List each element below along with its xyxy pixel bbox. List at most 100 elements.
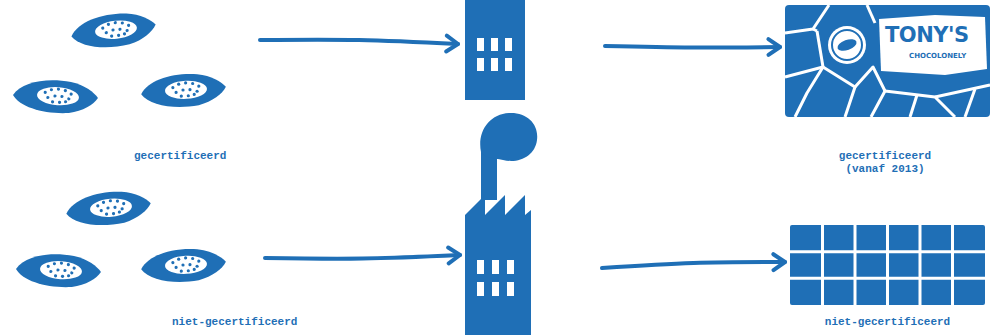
arrow-head (446, 36, 458, 52)
bean-dot (105, 212, 108, 215)
bean-dot (188, 263, 191, 266)
cocoa-pod (70, 10, 158, 51)
bean-dot (193, 268, 196, 271)
bean-dot (60, 262, 63, 265)
pod-inside (89, 197, 132, 219)
factory-node (463, 0, 527, 100)
bar-crack (813, 29, 817, 31)
bean-dot (191, 82, 194, 85)
window (492, 282, 499, 296)
node-illustration (463, 110, 545, 335)
bean-dot (120, 207, 123, 210)
building-body (465, 0, 525, 100)
pod-shell (140, 72, 227, 109)
bean-dot (191, 257, 194, 260)
arrow-head (768, 39, 780, 55)
bean-dot (121, 21, 125, 25)
cocoa-pod (15, 251, 102, 289)
chocolate-bar-node: TONY'SCHOCOLONELYgecertificeerd (vanaf 2… (785, 5, 990, 117)
brand-subname: CHOCOLONELY (909, 52, 966, 61)
window (491, 58, 498, 71)
bean-dot (195, 265, 198, 268)
bean-dot (104, 31, 108, 35)
cocoa-group: gecertificeerd (5, 5, 235, 125)
chocolate-bar (785, 5, 990, 117)
bean-dot (111, 28, 115, 32)
bean-dot (181, 263, 184, 266)
bar-crack (867, 5, 875, 23)
bean-dot (174, 266, 177, 269)
bean-dot (171, 86, 174, 89)
window (507, 282, 514, 296)
window (507, 260, 514, 274)
bean-dot (117, 34, 121, 38)
bean-dot (58, 101, 61, 104)
bean-dot (51, 100, 54, 103)
bean-dot (106, 206, 109, 209)
arrow-head (448, 248, 460, 264)
pod-inside (94, 19, 138, 41)
arrow-shaft (605, 46, 780, 48)
pod-shell (65, 189, 153, 229)
bean-dot (50, 88, 53, 91)
bar-crack (795, 67, 823, 117)
pod-caption: gecertificeerd (134, 150, 226, 163)
node-illustration (463, 0, 527, 100)
bean-dot (184, 81, 187, 84)
pod-inside (165, 80, 208, 100)
bean-dot (127, 24, 131, 28)
bean-dot (112, 212, 115, 215)
logo-badge-ring (832, 30, 862, 60)
bean-dot (174, 91, 177, 94)
brand-name: TONY'S (885, 23, 969, 47)
bar-crack (910, 95, 917, 117)
window (477, 260, 484, 274)
bean-dot (54, 274, 57, 277)
bean-dot (177, 258, 180, 261)
bean-dot (69, 92, 72, 95)
arrow-shaft (260, 40, 458, 44)
bar-groove (919, 225, 922, 305)
factory-node (463, 110, 545, 335)
cocoa-group: niet-gecertificeerd (5, 183, 235, 298)
window (477, 58, 484, 71)
logo-patch (879, 15, 987, 75)
bar-groove (790, 277, 985, 280)
bean-dot (113, 206, 116, 209)
bean-dot (180, 94, 183, 97)
logo-badge (828, 26, 866, 64)
node-illustration (790, 225, 985, 305)
bean-dot (96, 204, 99, 207)
bar-crack (785, 5, 829, 33)
chocolate-bar-node: niet-gecertificeerd (790, 225, 985, 305)
bean-dot (63, 269, 66, 272)
bean-dot (110, 34, 114, 38)
arrow-head (773, 254, 785, 270)
bean-dot (118, 210, 121, 213)
smoke-cloud (480, 113, 537, 161)
arrow-shaft (265, 255, 460, 259)
bean-dot (181, 88, 184, 91)
bean-dot (60, 95, 63, 98)
bar-crack (965, 89, 975, 117)
bean-dot (70, 271, 73, 274)
bean-dot (187, 94, 190, 97)
bean-dot (187, 269, 190, 272)
bean-dot (197, 259, 200, 262)
bean-dot (177, 83, 180, 86)
bar-groove (951, 225, 954, 305)
bean-dot (118, 28, 122, 32)
bar-crack (935, 85, 990, 97)
cocoa-pod (140, 72, 227, 109)
bean-dot (67, 97, 70, 100)
window (505, 58, 512, 71)
bean-dot (56, 268, 59, 271)
flow-arrow (605, 39, 780, 55)
bean-dot (44, 91, 47, 94)
bean-dot (57, 88, 60, 91)
pod-inside (39, 260, 82, 281)
bean-dot (125, 29, 129, 33)
bean-dot (61, 275, 64, 278)
